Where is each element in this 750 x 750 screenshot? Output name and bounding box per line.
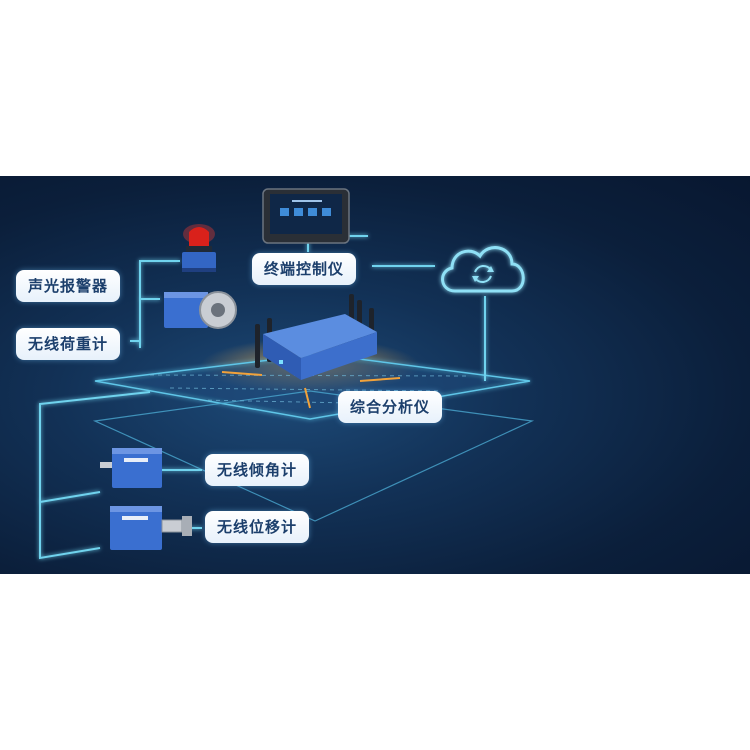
inclinometer-device: [100, 444, 168, 492]
router-analyzer-device: [245, 294, 385, 386]
label-displacement: 无线位移计: [205, 511, 310, 543]
label-alarm: 声光报警器: [16, 270, 121, 302]
alarm-device: [178, 220, 220, 274]
orange-traces: [221, 371, 401, 409]
label-inclinometer: 无线倾角计: [205, 454, 310, 486]
tablet-terminal-device: [262, 188, 350, 244]
left-connectors: [39, 260, 202, 560]
label-terminal: 终端控制仪: [252, 253, 357, 285]
displacement-meter-device: [104, 502, 196, 554]
diagram-panel: 声光报警器 无线荷重计 终端控制仪 综合分析仪 无线倾角计 无线位移计: [0, 176, 750, 574]
upper-plane: [94, 353, 531, 420]
cloud-icon: [441, 246, 525, 293]
label-load-meter: 无线荷重计: [16, 328, 121, 360]
label-analyzer: 综合分析仪: [338, 391, 443, 423]
lower-plane: [92, 390, 535, 522]
load-meter-device: [162, 288, 238, 332]
